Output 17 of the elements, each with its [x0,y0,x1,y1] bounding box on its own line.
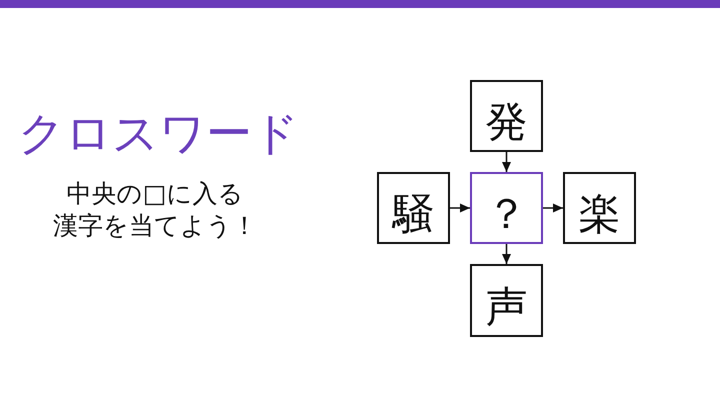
kanji-character: 楽 [578,193,620,235]
character-box [377,172,450,244]
character-box [470,172,543,244]
arrow [543,204,563,212]
title: クロスワード [18,106,299,162]
arrow [450,204,470,212]
instruction-text: 漢字を当てよう！ [53,211,257,241]
character-box [470,264,543,337]
character-box [470,80,543,152]
arrow [502,244,511,264]
instruction-text: 中央の□に入る [66,179,244,209]
kanji-character: 発 [486,101,528,143]
arrow [502,152,511,172]
kanji-character: 声 [486,286,528,328]
kanji-character: ？ [486,193,528,235]
kanji-character: 騒 [392,193,434,235]
character-box [563,172,636,244]
